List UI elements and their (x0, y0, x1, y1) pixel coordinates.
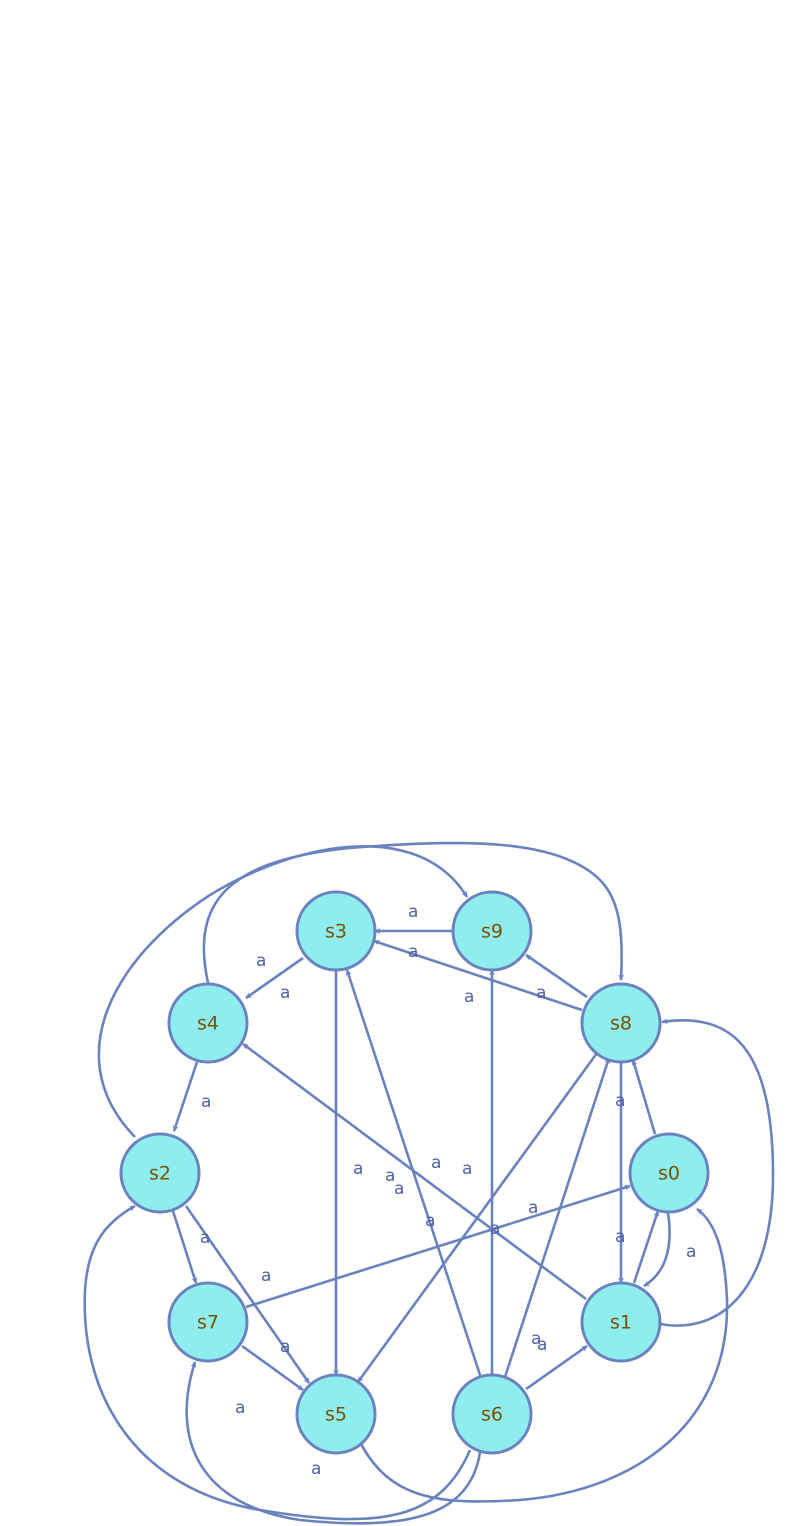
edge-label-s6-s7: a (311, 1459, 321, 1479)
node-s9-circle (451, 890, 533, 972)
edge-label-s2-s5: a (261, 1266, 271, 1286)
node-s6[interactable]: s6 (451, 1373, 533, 1455)
edge-labels-layer: a a a a a a a a a a a a a a a a a a a a … (200, 902, 696, 1479)
edge-label-s6-s2: a (235, 1398, 245, 1418)
node-s3[interactable]: s3 (295, 890, 377, 972)
node-s4[interactable]: s4 (167, 982, 249, 1064)
edge-s0-s8 (631, 1059, 657, 1135)
edge-s3-s4 (245, 956, 304, 1000)
node-s9[interactable]: s9 (451, 890, 533, 972)
edge-s6-s2 (83, 1204, 472, 1521)
edge-label-s8-s9: a (536, 983, 546, 1003)
edge-label-s6-s1: a (531, 1329, 541, 1349)
node-s3-circle (295, 890, 377, 972)
node-s3-label: s3 (325, 921, 347, 943)
edge-label-s1-s0: a (615, 1227, 625, 1247)
node-s4-circle (167, 982, 249, 1064)
edge-label-s4-s8: a (490, 1219, 500, 1239)
edge-label-s6-s8: a (464, 987, 474, 1007)
node-s1-circle (580, 1281, 662, 1363)
edge-label-s6-s3: a (425, 1211, 435, 1231)
edge-label-s8-s5: a (431, 1153, 441, 1173)
node-s6-circle (451, 1373, 533, 1455)
edge-s4-s8 (202, 841, 625, 984)
edge-s6-s1 (525, 1344, 588, 1391)
node-s5-circle (295, 1373, 377, 1455)
edge-s4-s2 (172, 1061, 199, 1132)
edge-label-s4-s2: a (201, 1092, 211, 1112)
node-s8-label: s8 (610, 1013, 632, 1035)
edge-label-s8-s3: a (408, 942, 418, 962)
node-s6-label: s6 (481, 1404, 503, 1426)
node-s1-label: s1 (610, 1312, 632, 1334)
nodes-layer: s3 s9 s4 s8 s2 s0 s7 s1 (119, 890, 710, 1455)
edge-label-s6-s9: a (462, 1159, 472, 1179)
edge-label-s1-s4: a (280, 983, 290, 1003)
node-s0-label: s0 (658, 1163, 680, 1185)
node-s0[interactable]: s0 (628, 1132, 710, 1214)
node-s7-label: s7 (197, 1312, 219, 1334)
node-s2[interactable]: s2 (119, 1132, 201, 1214)
edge-s6-s8 (503, 1057, 611, 1378)
node-s8-circle (580, 982, 662, 1064)
node-s9-label: s9 (481, 921, 503, 943)
edge-s1-s0 (632, 1210, 660, 1284)
node-s5[interactable]: s5 (295, 1373, 377, 1455)
edge-label-s7-s0: a (528, 1198, 538, 1218)
edge-label-s2-s9: a (394, 1179, 404, 1199)
edge-s1-s8 (659, 1018, 775, 1327)
node-s8[interactable]: s8 (580, 982, 662, 1064)
node-s5-label: s5 (325, 1404, 347, 1426)
edge-label-s9-s3: a (408, 902, 418, 922)
edge-s5-s0 (358, 1207, 729, 1503)
edge-label-s5-s0: a (537, 1335, 547, 1355)
node-s0-circle (628, 1132, 710, 1214)
edge-s1-s4 (242, 1042, 587, 1301)
node-s1[interactable]: s1 (580, 1281, 662, 1363)
edge-s8-s9 (525, 953, 588, 999)
node-s2-circle (119, 1132, 201, 1214)
edge-label-s3-s5: a (353, 1159, 363, 1179)
edge-label-s2-s7: a (200, 1228, 210, 1248)
edge-s2-s5 (184, 1205, 311, 1384)
edge-s2-s9 (97, 845, 469, 1138)
edge-s7-s5 (241, 1344, 304, 1392)
edge-label-s7-s5: a (280, 1337, 290, 1357)
edge-s8-s3 (373, 939, 583, 1012)
edges-layer (83, 841, 775, 1525)
edge-label-s3-s4: a (256, 951, 266, 971)
edge-s2-s7 (171, 1210, 198, 1284)
edge-s6-s3 (345, 969, 483, 1379)
edge-s7-s0 (245, 1184, 631, 1309)
node-s4-label: s4 (197, 1013, 219, 1035)
edge-label-s0-s1: a (686, 1242, 696, 1262)
node-s7-circle (167, 1281, 249, 1363)
edge-label-s8-s1: a (615, 1091, 625, 1111)
node-s7[interactable]: s7 (167, 1281, 249, 1363)
edge-s0-s1 (643, 1212, 671, 1288)
edge-label-extra: a (385, 1166, 395, 1186)
node-s2-label: s2 (149, 1163, 171, 1185)
